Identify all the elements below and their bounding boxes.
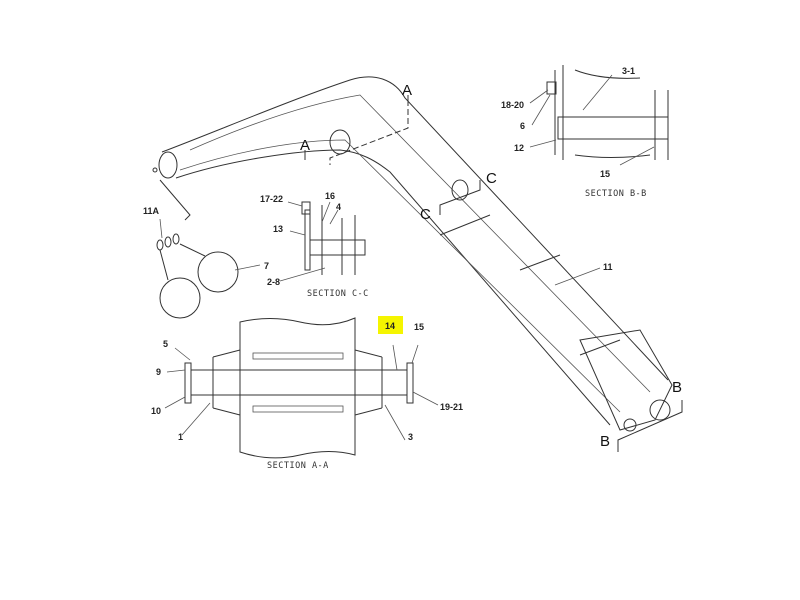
callout-2-8: 2-8 bbox=[267, 277, 280, 287]
callout-9: 9 bbox=[156, 367, 161, 377]
section-bb-title: SECTION B-B bbox=[585, 189, 647, 199]
section-cc: 17-22 16 4 13 2-8 SECTION C-C bbox=[260, 191, 369, 299]
arrow-label-a: A bbox=[402, 82, 412, 99]
callout-18-20: 18-20 bbox=[501, 100, 524, 110]
callout-10: 10 bbox=[151, 406, 161, 416]
callout-3-1: 3-1 bbox=[622, 66, 635, 76]
callout-16: 16 bbox=[325, 191, 335, 201]
callout-15: 15 bbox=[414, 322, 424, 332]
section-aa-title: SECTION A-A bbox=[267, 461, 329, 471]
pin-detail: 11A 7 bbox=[143, 179, 269, 319]
arrow-label-b: B bbox=[672, 379, 682, 396]
arrow-label-c: C bbox=[486, 170, 497, 187]
section-arrows: A A C C B B bbox=[300, 82, 683, 452]
arrow-label-a: A bbox=[300, 137, 310, 154]
callout-19-21: 19-21 bbox=[440, 402, 463, 412]
callout-14: 14 bbox=[385, 321, 395, 331]
arrow-label-c: C bbox=[420, 206, 431, 223]
callout-11: 11 bbox=[603, 262, 613, 272]
callout-12: 12 bbox=[514, 143, 524, 153]
callout-11a: 11A bbox=[143, 206, 160, 216]
section-cc-title: SECTION C-C bbox=[307, 289, 369, 299]
callout-7: 7 bbox=[264, 261, 269, 271]
callout-1: 1 bbox=[178, 432, 183, 442]
highlight-14 bbox=[378, 316, 403, 334]
callout-5: 5 bbox=[163, 339, 168, 349]
callout-15: 15 bbox=[600, 169, 610, 179]
callout-4: 4 bbox=[336, 202, 341, 212]
section-bb: 18-20 6 12 3-1 15 SECTION B-B bbox=[501, 65, 669, 199]
callout-6: 6 bbox=[520, 121, 525, 131]
callout-17-22: 17-22 bbox=[260, 194, 283, 204]
callout-13: 13 bbox=[273, 224, 283, 234]
callout-3: 3 bbox=[408, 432, 413, 442]
boom-drawing bbox=[152, 76, 673, 432]
section-aa: 14 15 5 9 10 1 3 19-21 SECTION A-A bbox=[151, 316, 463, 471]
arrow-label-b: B bbox=[600, 433, 610, 450]
